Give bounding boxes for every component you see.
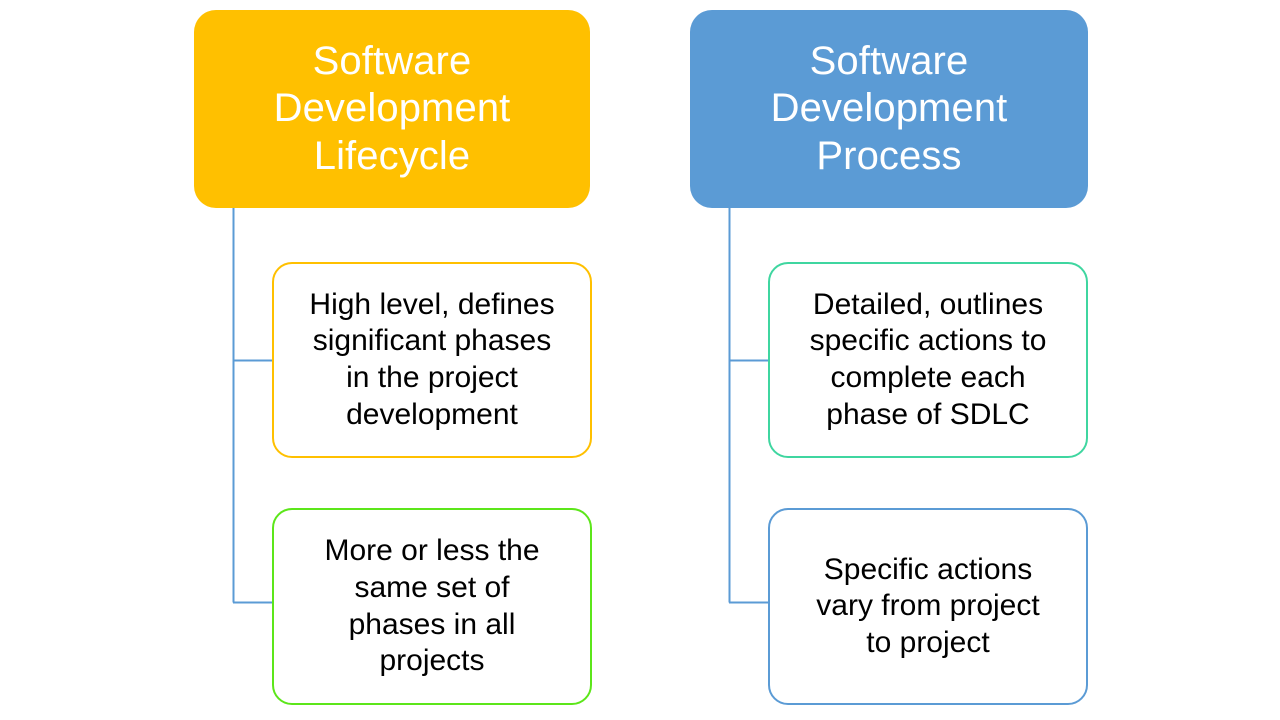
connector-group-sdlc (232, 208, 272, 604)
node-sdp-child-2-label: Specific actions vary from project to pr… (816, 552, 1040, 659)
node-sdlc-child-1[interactable]: High level, defines significant phases i… (272, 262, 592, 458)
node-sdlc-parent-label: Software Development Lifecycle (273, 39, 511, 178)
connector-group-sdp (728, 208, 768, 604)
node-sdlc-child-2[interactable]: More or less the same set of phases in a… (272, 508, 592, 705)
node-sdlc-parent[interactable]: Software Development Lifecycle (194, 10, 590, 208)
node-sdp-child-2[interactable]: Specific actions vary from project to pr… (768, 508, 1088, 705)
node-sdp-child-1-label: Detailed, outlines specific actions to c… (809, 287, 1047, 431)
node-sdp-child-1[interactable]: Detailed, outlines specific actions to c… (768, 262, 1088, 458)
node-sdlc-child-1-label: High level, defines significant phases i… (309, 287, 555, 431)
node-sdlc-child-2-label: More or less the same set of phases in a… (324, 534, 540, 678)
node-sdp-parent[interactable]: Software Development Process (690, 10, 1088, 208)
node-sdp-parent-label: Software Development Process (770, 39, 1008, 178)
